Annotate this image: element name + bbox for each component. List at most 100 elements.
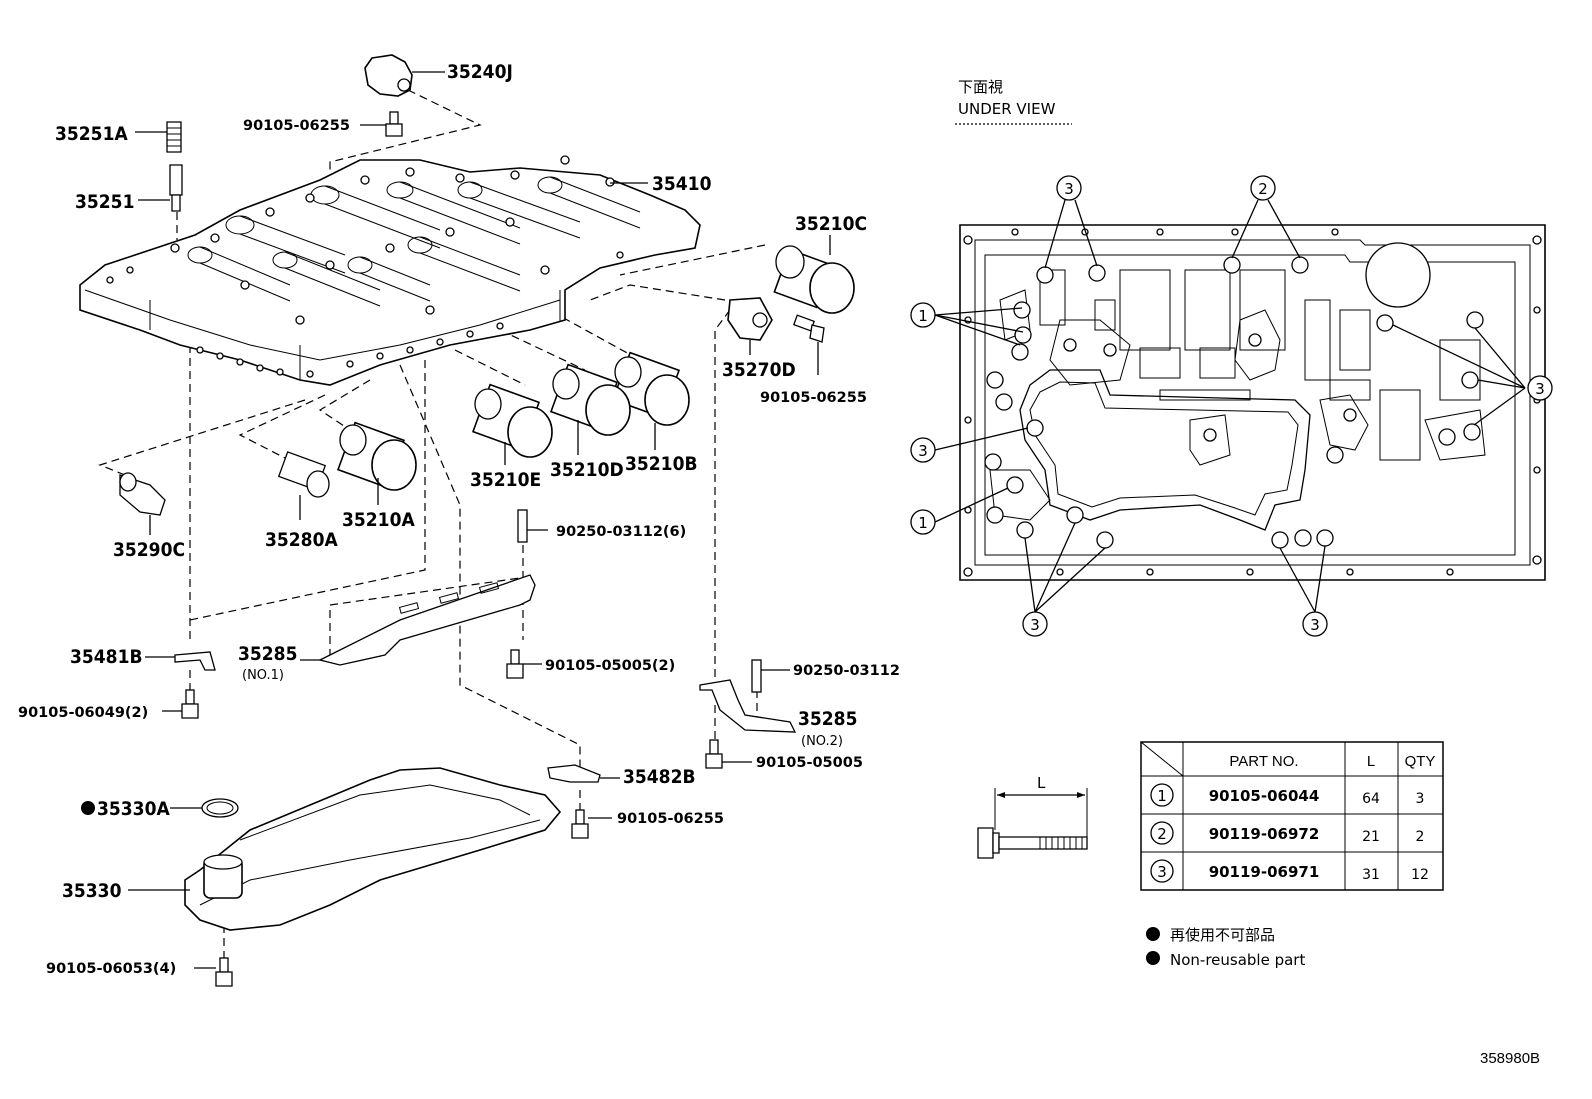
label-35280A: 35280A (265, 529, 338, 551)
callout-1-upper: 1 (918, 307, 928, 325)
table-header-l: L (1367, 753, 1375, 770)
label-35210A: 35210A (342, 509, 415, 531)
label-35251A: 35251A (55, 123, 128, 145)
label-35482B: 35482B (623, 766, 696, 788)
label-35240J: 35240J (447, 61, 513, 83)
table-row-1: 1 90105-06044 64 3 (1150, 783, 1425, 807)
label-35285-no1: 35285 (238, 643, 297, 665)
reference-code: 358980B (1480, 1050, 1540, 1067)
strainer-35330 (128, 767, 562, 931)
bolt-90105-06049-2 (162, 689, 199, 719)
callout-3-bottom-left: 3 (1030, 616, 1040, 634)
valve-35251 (138, 164, 183, 212)
label-90105-06053-4: 90105-06053(4) (46, 961, 176, 977)
legend-dot-jp (1146, 927, 1160, 941)
exploded-view: 35240J 90105-06255 35251A 35251 35410 35… (18, 54, 900, 987)
label-35285-no2: 35285 (798, 708, 857, 730)
row2-qty: 2 (1416, 829, 1425, 845)
label-90105-05005-2: 90105-05005(2) (545, 658, 675, 674)
label-35290C: 35290C (113, 539, 185, 561)
solenoid-35210E (471, 383, 553, 465)
legend-text-en: Non-reusable part (1170, 951, 1305, 969)
label-90250-03112: 90250-03112 (793, 663, 900, 679)
bolt-90105-06255-bottom (571, 809, 612, 839)
label-35210C: 35210C (795, 213, 867, 235)
row1-qty: 3 (1416, 791, 1425, 807)
callout-2-top: 2 (1258, 180, 1268, 198)
row3-qty: 12 (1411, 867, 1429, 883)
label-35330: 35330 (62, 880, 122, 902)
pin-90250-03112-6 (517, 509, 548, 543)
label-90105-06255-bottom: 90105-06255 (617, 811, 724, 827)
callout-3-left: 3 (918, 442, 928, 460)
valve-body-35410 (79, 155, 701, 386)
under-view: 下面視 UNDER VIEW (910, 78, 1553, 637)
callout-3-top: 3 (1064, 180, 1074, 198)
bolt-length-label: L (1037, 774, 1046, 792)
callout-leaders (934, 199, 1526, 613)
label-35330A: 35330A (97, 798, 170, 820)
part-labels: 35240J 90105-06255 35251A 35251 35410 35… (18, 61, 900, 977)
solenoid-35280A (277, 451, 330, 520)
row2-index: 2 (1157, 825, 1167, 843)
bolt-dimension-diagram: L (977, 774, 1088, 859)
solenoid-35290C (119, 472, 166, 535)
row2-part-no: 90119-06972 (1209, 825, 1320, 843)
table-row-3: 3 90119-06971 31 12 (1150, 859, 1429, 883)
legend: 再使用不可部品 Non-reusable part (1146, 926, 1305, 969)
pin-90250-03112 (751, 659, 790, 693)
table-row-2: 2 90119-06972 21 2 (1150, 821, 1425, 845)
callouts: 3 2 1 3 1 3 3 3 (910, 175, 1553, 637)
row3-index: 3 (1157, 863, 1167, 881)
plate-35285-no1 (300, 574, 536, 666)
label-90105-06255-top: 90105-06255 (243, 118, 350, 134)
callout-3-right: 3 (1535, 380, 1545, 398)
bracket-35481B (145, 651, 216, 671)
row1-l: 64 (1362, 791, 1380, 807)
valve-body-underside (959, 224, 1546, 581)
label-35285-no1-sub: (NO.1) (242, 668, 284, 683)
label-35270D: 35270D (722, 359, 796, 381)
label-35210B: 35210B (625, 453, 698, 475)
label-90105-06049-2: 90105-06049(2) (18, 705, 148, 721)
solenoid-35210C (773, 235, 855, 314)
row1-part-no: 90105-06044 (1209, 787, 1320, 805)
label-35210E: 35210E (470, 469, 541, 491)
bolt-90105-06255-top (360, 111, 403, 137)
label-90105-05005: 90105-05005 (756, 755, 863, 771)
callout-1-lower: 1 (918, 514, 928, 532)
row3-l: 31 (1362, 867, 1380, 883)
dashed-leaders (98, 89, 766, 960)
row3-part-no: 90119-06971 (1209, 863, 1320, 881)
solenoid-35240J (364, 54, 445, 97)
table-header-qty: QTY (1405, 753, 1436, 770)
bolt-90105-05005-2 (506, 649, 542, 679)
o-ring-35330A (170, 798, 239, 818)
callout-3-bottom-right: 3 (1310, 616, 1320, 634)
under-view-title-en: UNDER VIEW (958, 100, 1056, 118)
solenoid-35210D (549, 363, 631, 455)
label-35210D: 35210D (550, 459, 624, 481)
bolt-90105-06053-4 (194, 957, 233, 987)
label-35251: 35251 (75, 191, 134, 213)
table-header-part-no: PART NO. (1229, 753, 1298, 770)
label-90250-03112-6: 90250-03112(6) (556, 524, 686, 540)
label-90105-06255-right: 90105-06255 (760, 390, 867, 406)
non-reusable-marker (81, 801, 95, 815)
row2-l: 21 (1362, 829, 1380, 845)
label-35481B: 35481B (70, 646, 143, 668)
plate-35285-no2 (699, 679, 797, 733)
bolt-table: PART NO. L QTY 1 90105-06044 64 3 2 9011… (1140, 741, 1444, 891)
legend-dot-en (1146, 951, 1160, 965)
bolt-90105-05005 (705, 739, 752, 769)
spring-35251A (135, 121, 182, 153)
row1-index: 1 (1157, 787, 1167, 805)
solenoid-35210B (611, 351, 690, 450)
solenoid-35270D (727, 297, 825, 375)
solenoid-35210A (336, 421, 417, 505)
label-35285-no2-sub: (NO.2) (801, 734, 843, 749)
label-35410: 35410 (652, 173, 712, 195)
under-view-title-jp: 下面視 (958, 78, 1003, 96)
